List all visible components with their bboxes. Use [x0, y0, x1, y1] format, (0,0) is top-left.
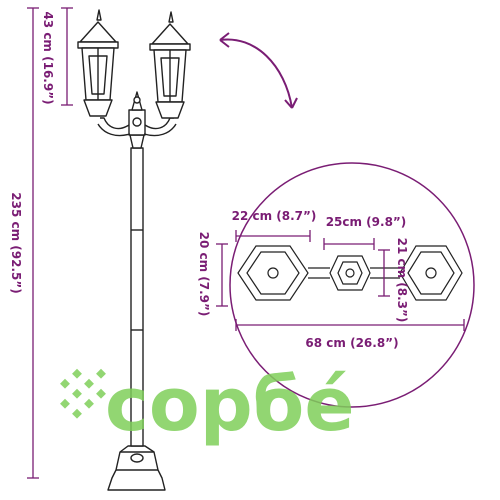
total-height-label: 235 cm (92.5”) [9, 192, 23, 293]
watermark-text: copбé [105, 362, 355, 448]
lamp-post-drawing [77, 9, 191, 491]
curved-double-arrow-icon [219, 32, 298, 109]
depth-label: 21 cm (8.3”) [395, 238, 409, 323]
diamond-dots-icon [60, 368, 106, 419]
lantern-height-label: 43 cm (16.9”) [41, 11, 55, 104]
lantern-width-label: 22 cm (8.7”) [232, 209, 317, 223]
center-width-label: 25cm (9.8”) [326, 215, 407, 229]
watermark: copбé [60, 362, 355, 448]
top-view-dimension-lines [216, 230, 465, 331]
base-height-label: 20 cm (7.9”) [197, 232, 211, 317]
total-width-label: 68 cm (26.8”) [305, 336, 398, 350]
top-view-drawing [237, 245, 463, 301]
height-dimension-lines [27, 7, 73, 479]
